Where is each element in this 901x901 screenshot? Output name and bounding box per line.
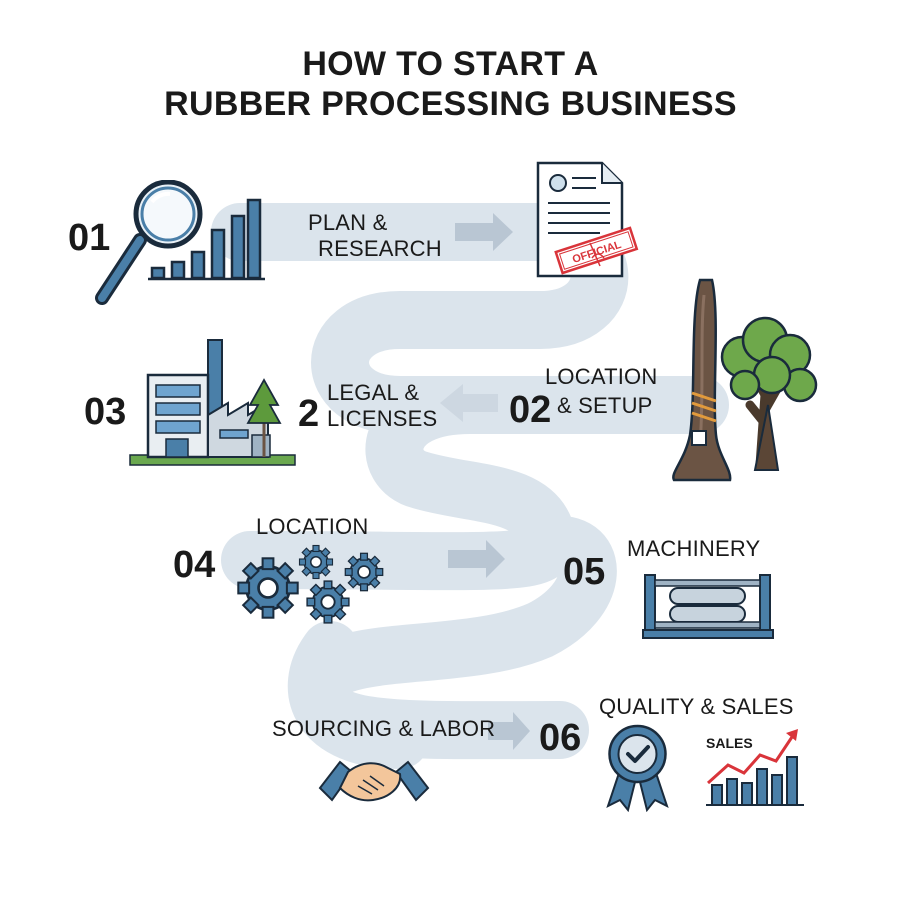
page-title-line2: RUBBER PROCESSING BUSINESS (164, 85, 737, 123)
handshake-icon (318, 760, 430, 802)
sales-chart-icon (706, 729, 804, 806)
step-label-legal-line1: LEGAL & (327, 380, 420, 405)
step-number-04: 04 (173, 544, 216, 586)
step-label-plan-line2: RESEARCH (318, 236, 442, 261)
arrow-right-3 (488, 712, 530, 750)
arrow-right-1 (455, 213, 513, 251)
page-title-line1: HOW TO START A (302, 45, 599, 83)
step-label-machinery: MACHINERY (627, 536, 761, 561)
document-stamp-icon: OFFICIAL (536, 161, 639, 278)
step-number-06: 06 (539, 717, 582, 759)
step-number-01: 01 (68, 217, 111, 259)
step-label-location-line1: LOCATION (545, 364, 658, 389)
step-label-location-04: LOCATION (256, 514, 369, 539)
step-label-quality: QUALITY & SALES (599, 694, 794, 719)
step-number-03: 03 (84, 391, 127, 433)
step-label-plan-line1: PLAN & (308, 210, 388, 235)
step-label-location-line2: & SETUP (557, 393, 653, 418)
rubber-tree-icon (672, 278, 818, 482)
arrow-left-1 (440, 384, 498, 422)
step-label-legal-line2: LICENSES (327, 406, 438, 431)
gears-icon (236, 544, 384, 624)
step-label-sourcing: SOURCING & LABOR (272, 716, 496, 741)
step-number-05: 05 (563, 551, 606, 593)
quality-badge-icon (606, 724, 669, 812)
step-number-2: 2 (298, 393, 320, 435)
arrow-right-2 (448, 540, 505, 578)
factory-icon (129, 339, 296, 466)
magnifier-chart-icon (95, 180, 265, 305)
machinery-icon (642, 574, 774, 639)
sales-chart-label: SALES (706, 735, 753, 751)
step-number-02: 02 (509, 389, 552, 431)
